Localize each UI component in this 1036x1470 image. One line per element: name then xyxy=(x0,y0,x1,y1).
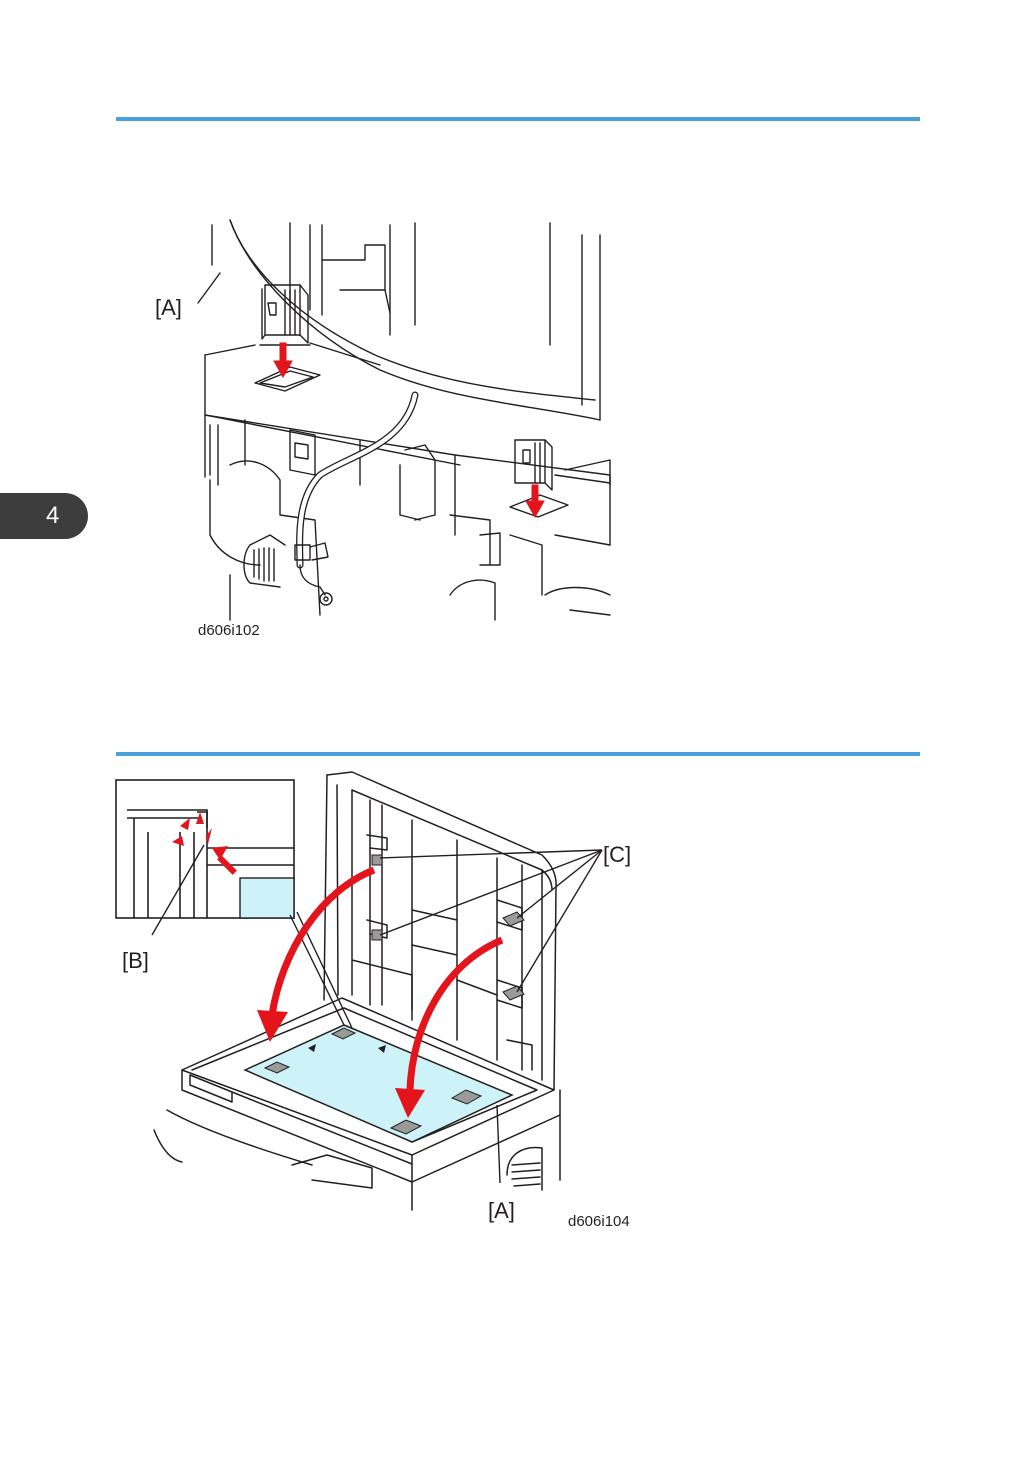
figure-d606i104: [C] [B] [A] d606i104 xyxy=(112,770,642,1235)
chapter-tab: 4 xyxy=(0,493,88,539)
figure1-callout-a: [A] xyxy=(155,295,182,320)
figure1-id: d606i102 xyxy=(198,622,260,639)
figure2-callout-c: [C] xyxy=(603,842,631,867)
chapter-number: 4 xyxy=(46,502,59,530)
header-rule xyxy=(116,117,920,121)
figure-2-illustration: [C] [B] [A] d606i104 xyxy=(112,770,642,1235)
figure2-callout-b: [B] xyxy=(122,948,149,973)
section-rule xyxy=(116,752,920,756)
figure-1-illustration: [A] d606i102 xyxy=(150,215,620,645)
figure2-id: d606i104 xyxy=(568,1213,630,1230)
figure2-callout-a: [A] xyxy=(488,1198,515,1223)
figure-d606i102: [A] d606i102 xyxy=(150,215,620,645)
